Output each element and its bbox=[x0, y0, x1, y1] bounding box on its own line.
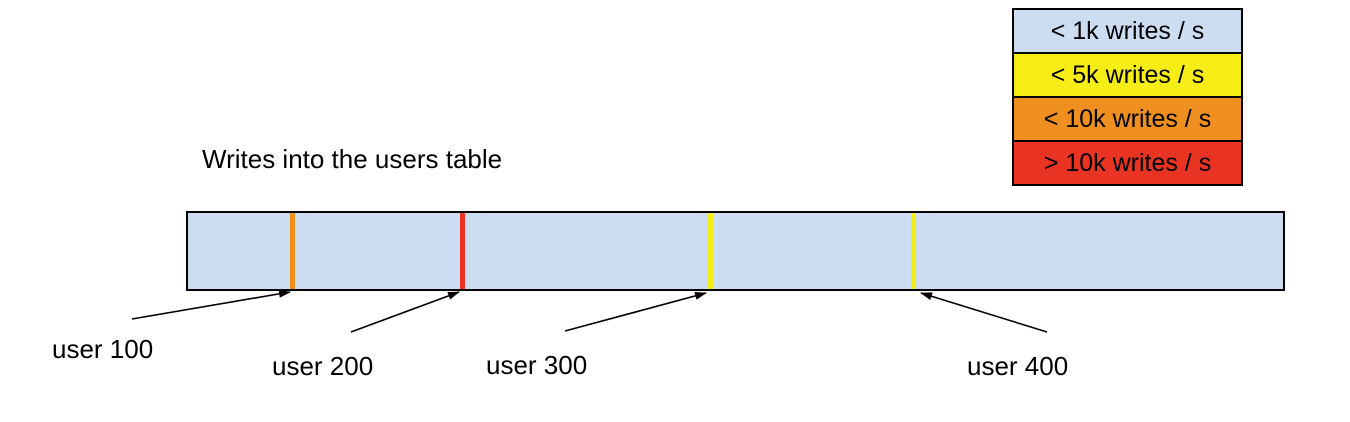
label-user-400: user 400 bbox=[967, 351, 1069, 381]
legend-item-lt5k: < 5k writes / s bbox=[1012, 52, 1243, 98]
legend: < 1k writes / s < 5k writes / s < 10k wr… bbox=[1012, 8, 1243, 186]
legend-item-label: < 10k writes / s bbox=[1043, 104, 1212, 133]
stripe-user-200 bbox=[460, 213, 465, 289]
legend-item-label: > 10k writes / s bbox=[1043, 148, 1212, 177]
legend-item-lt10k: < 10k writes / s bbox=[1012, 96, 1243, 142]
stripe-user-400 bbox=[911, 213, 916, 289]
users-table-bar bbox=[186, 211, 1285, 291]
arrow-user-400 bbox=[920, 292, 1048, 333]
legend-item-lt1k: < 1k writes / s bbox=[1012, 8, 1243, 54]
label-user-200: user 200 bbox=[272, 351, 374, 381]
arrow-user-100 bbox=[131, 289, 291, 320]
legend-item-label: < 1k writes / s bbox=[1050, 16, 1205, 45]
label-user-300: user 300 bbox=[486, 350, 588, 380]
diagram-title: Writes into the users table bbox=[202, 144, 503, 174]
stripe-user-300 bbox=[708, 213, 713, 289]
arrow-user-300 bbox=[564, 292, 707, 332]
legend-item-gt10k: > 10k writes / s bbox=[1012, 140, 1243, 186]
arrow-user-200 bbox=[350, 291, 460, 333]
legend-item-label: < 5k writes / s bbox=[1050, 60, 1205, 89]
label-user-100: user 100 bbox=[52, 334, 154, 364]
stripe-user-100 bbox=[290, 213, 295, 289]
